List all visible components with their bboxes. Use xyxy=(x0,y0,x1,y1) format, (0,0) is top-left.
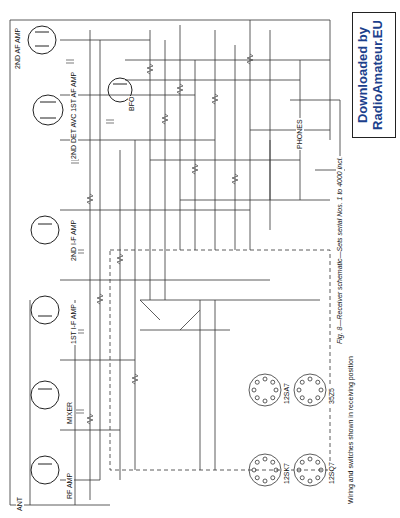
tube-pin xyxy=(316,476,320,480)
tube-pin xyxy=(274,468,278,472)
stage-label: 2ND AF AMP xyxy=(14,27,22,70)
tube-type: 35Z5 xyxy=(328,387,336,405)
tube-pin xyxy=(255,380,259,384)
resistor-symbol xyxy=(162,114,168,124)
capacitor-symbol xyxy=(76,410,84,413)
tube-pin xyxy=(308,399,312,403)
tube-pin xyxy=(300,460,304,464)
stage-label: RF AMP xyxy=(66,472,74,500)
note-text: ANT xyxy=(16,496,24,512)
tube-pin xyxy=(300,396,304,400)
note-text: PHONES xyxy=(296,118,304,150)
tube-pin xyxy=(252,388,256,392)
tube-pin xyxy=(271,476,275,480)
tube-base xyxy=(249,454,281,486)
resistor-symbol xyxy=(192,164,198,174)
tube-pin xyxy=(297,468,301,472)
capacitor-symbol xyxy=(71,160,79,163)
tube-type: 12SQ7 xyxy=(328,461,336,485)
tube-pin xyxy=(308,377,312,381)
tube-pin xyxy=(300,380,304,384)
resistor-symbol xyxy=(212,94,218,104)
tube-type: 12SK7 xyxy=(283,462,291,485)
tube-pin xyxy=(308,457,312,461)
watermark-text: Downloaded by RadioAmateur.EU xyxy=(356,16,386,134)
stage-label: 2ND DET AVC 1ST AF AMP xyxy=(70,71,78,160)
tube-pin xyxy=(297,388,301,392)
resistor-symbol xyxy=(232,174,238,184)
tube-base xyxy=(249,374,281,406)
resistor-symbol xyxy=(247,54,253,64)
tube-pin xyxy=(255,476,259,480)
tube-pin xyxy=(308,479,312,483)
capacitor-symbol xyxy=(106,120,114,123)
tube-pin xyxy=(274,388,278,392)
resistor-symbol xyxy=(132,374,138,384)
tube-pin xyxy=(316,380,320,384)
tube-pin xyxy=(271,396,275,400)
tube-pin xyxy=(252,468,256,472)
resistor-symbol xyxy=(87,194,93,204)
tube-pin xyxy=(319,468,323,472)
watermark-box: Downloaded by RadioAmateur.EU xyxy=(352,12,396,138)
tube-base xyxy=(294,374,326,406)
tube-pin xyxy=(263,399,267,403)
note-text: Wiring and switches shown in receiving p… xyxy=(347,355,355,505)
tube-type: 12SA7 xyxy=(283,382,291,405)
tube-pin xyxy=(255,396,259,400)
resistor-symbol xyxy=(117,254,123,264)
stage-label: BFO xyxy=(128,96,136,112)
tube-pin xyxy=(316,460,320,464)
tube-pin xyxy=(316,396,320,400)
tube-pin xyxy=(263,377,267,381)
resistor-symbol xyxy=(87,414,93,424)
resistor-symbol xyxy=(97,294,103,304)
capacitor-symbol xyxy=(66,60,74,63)
tube-pin xyxy=(263,479,267,483)
stage-label: MIXER xyxy=(66,401,74,425)
figure-caption: Fig. 8—Receiver schematic—Sets serial No… xyxy=(336,156,344,345)
tube-pin xyxy=(319,388,323,392)
stage-label: 2ND I-F AMP xyxy=(70,219,78,262)
tube-pin xyxy=(300,476,304,480)
tube-pin xyxy=(255,460,259,464)
resistor-symbol xyxy=(177,84,183,94)
stage-label: 1ST I-F AMP xyxy=(70,303,78,345)
tube-pin xyxy=(263,457,267,461)
tube-pin xyxy=(271,380,275,384)
resistor-symbol xyxy=(147,64,153,74)
tube-base xyxy=(294,454,326,486)
tube-pin xyxy=(271,460,275,464)
